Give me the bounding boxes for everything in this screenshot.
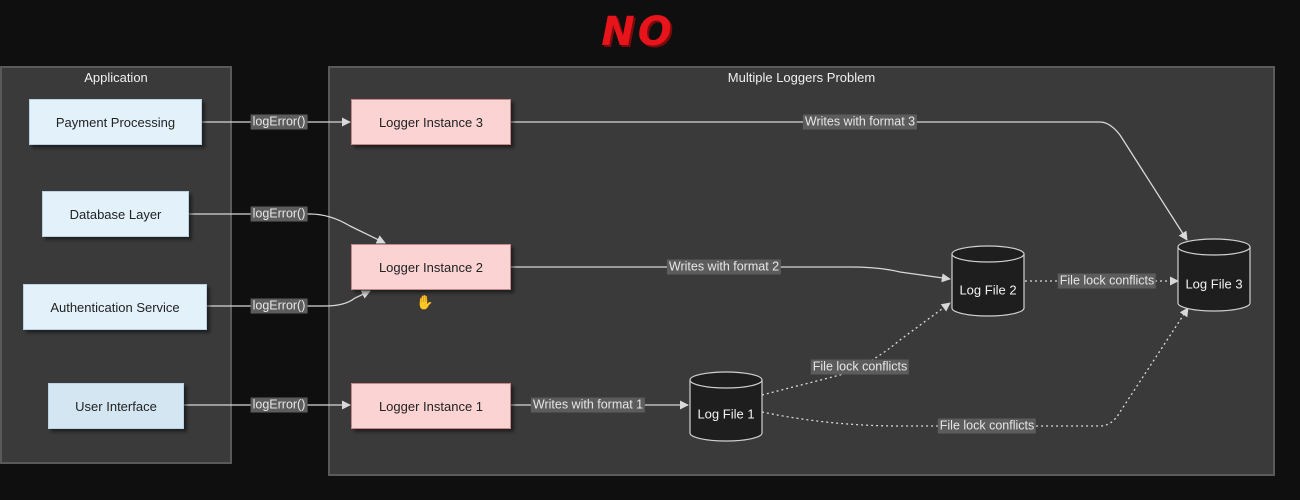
log-file-2-label: Log File 2 — [959, 282, 1017, 298]
log-file-2-cylinder — [951, 245, 1025, 317]
edge-label-payment-logerror: logError() — [250, 114, 308, 130]
edge-logfile1-to-logfile2 — [761, 302, 951, 396]
edge-label-conflict-file2-file3: File lock conflicts — [1057, 273, 1157, 289]
user-interface-node[interactable]: User Interface — [48, 383, 184, 429]
log-file-3-label: Log File 3 — [1185, 276, 1243, 292]
edge-logger2-to-logfile2 — [511, 266, 951, 283]
multiple-loggers-panel-title: Multiple Loggers Problem — [727, 70, 876, 85]
logger-instance-1-node[interactable]: Logger Instance 1 — [351, 383, 511, 429]
edge-auth-to-logger2 — [207, 290, 371, 307]
authentication-service-node[interactable]: Authentication Service — [23, 284, 207, 330]
log-file-1-cylinder — [689, 371, 763, 442]
edge-label-writes-format-3: Writes with format 3 — [802, 114, 918, 130]
application-panel-title: Application — [84, 70, 148, 85]
logger-instance-3-node[interactable]: Logger Instance 3 — [351, 99, 511, 145]
edge-label-conflict-file1-file3: File lock conflicts — [937, 418, 1037, 434]
edge-label-ui-logerror: logError() — [250, 397, 308, 413]
edge-logger3-to-logfile3 — [511, 121, 1188, 241]
payment-processing-node[interactable]: Payment Processing — [29, 99, 202, 145]
edge-label-auth-logerror: logError() — [250, 298, 308, 314]
edge-database-to-logger2 — [189, 213, 386, 244]
edge-label-conflict-file1-file2: File lock conflicts — [810, 359, 910, 375]
hand-cursor-icon: ✋ — [416, 294, 434, 310]
edge-label-writes-format-1: Writes with format 1 — [530, 397, 646, 413]
edge-label-database-logerror: logError() — [250, 206, 308, 222]
edge-logfile1-to-logfile3 — [761, 307, 1189, 427]
log-file-1-label: Log File 1 — [697, 406, 755, 422]
edge-label-writes-format-2: Writes with format 2 — [666, 259, 782, 275]
database-layer-node[interactable]: Database Layer — [42, 191, 189, 237]
logger-instance-2-node[interactable]: Logger Instance 2 — [351, 244, 511, 290]
log-file-3-cylinder — [1177, 238, 1251, 312]
